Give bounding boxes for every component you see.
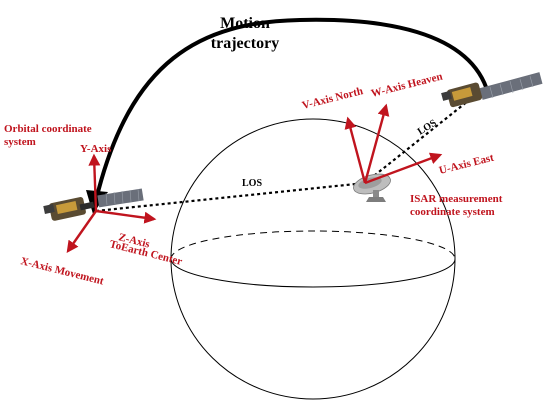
orbital-z-axis-arrow xyxy=(95,209,157,224)
isar-u-axis-arrow xyxy=(364,152,443,185)
isar-w-axis-label: W-Axis Heaven xyxy=(370,71,444,100)
orbital-caption-line1: Orbital coordinate xyxy=(4,123,92,135)
isar-u-axis-label: U-Axis East xyxy=(438,152,495,177)
earth-sphere xyxy=(170,118,456,400)
orbital-y-axis-arrow xyxy=(88,153,101,212)
isar-caption-line1: ISAR measurement xyxy=(410,193,503,205)
isar-v-axis-arrow xyxy=(344,116,367,184)
satellite-right-icon xyxy=(441,72,543,108)
isar-w-axis-arrow xyxy=(363,103,390,184)
orbital-x-axis-arrow xyxy=(66,210,97,253)
title-line1: Motion xyxy=(220,15,270,32)
orbital-caption-line2: system xyxy=(4,136,36,148)
orbital-y-axis-label: Y-Axis xyxy=(80,143,112,155)
los-lines xyxy=(95,96,474,213)
orbital-axes xyxy=(66,153,157,253)
orbital-x-axis-label: X-Axis Movement xyxy=(19,255,105,287)
isar-axes xyxy=(344,103,443,185)
los-label-main: LOS xyxy=(242,178,262,189)
isar-v-axis-label: V-Axis North xyxy=(301,85,364,112)
title-line2: trajectory xyxy=(211,35,279,52)
motion-trajectory-arc xyxy=(86,17,490,214)
satellite-left-icon xyxy=(43,188,144,221)
isar-caption-line2: coordinate system xyxy=(410,206,495,218)
